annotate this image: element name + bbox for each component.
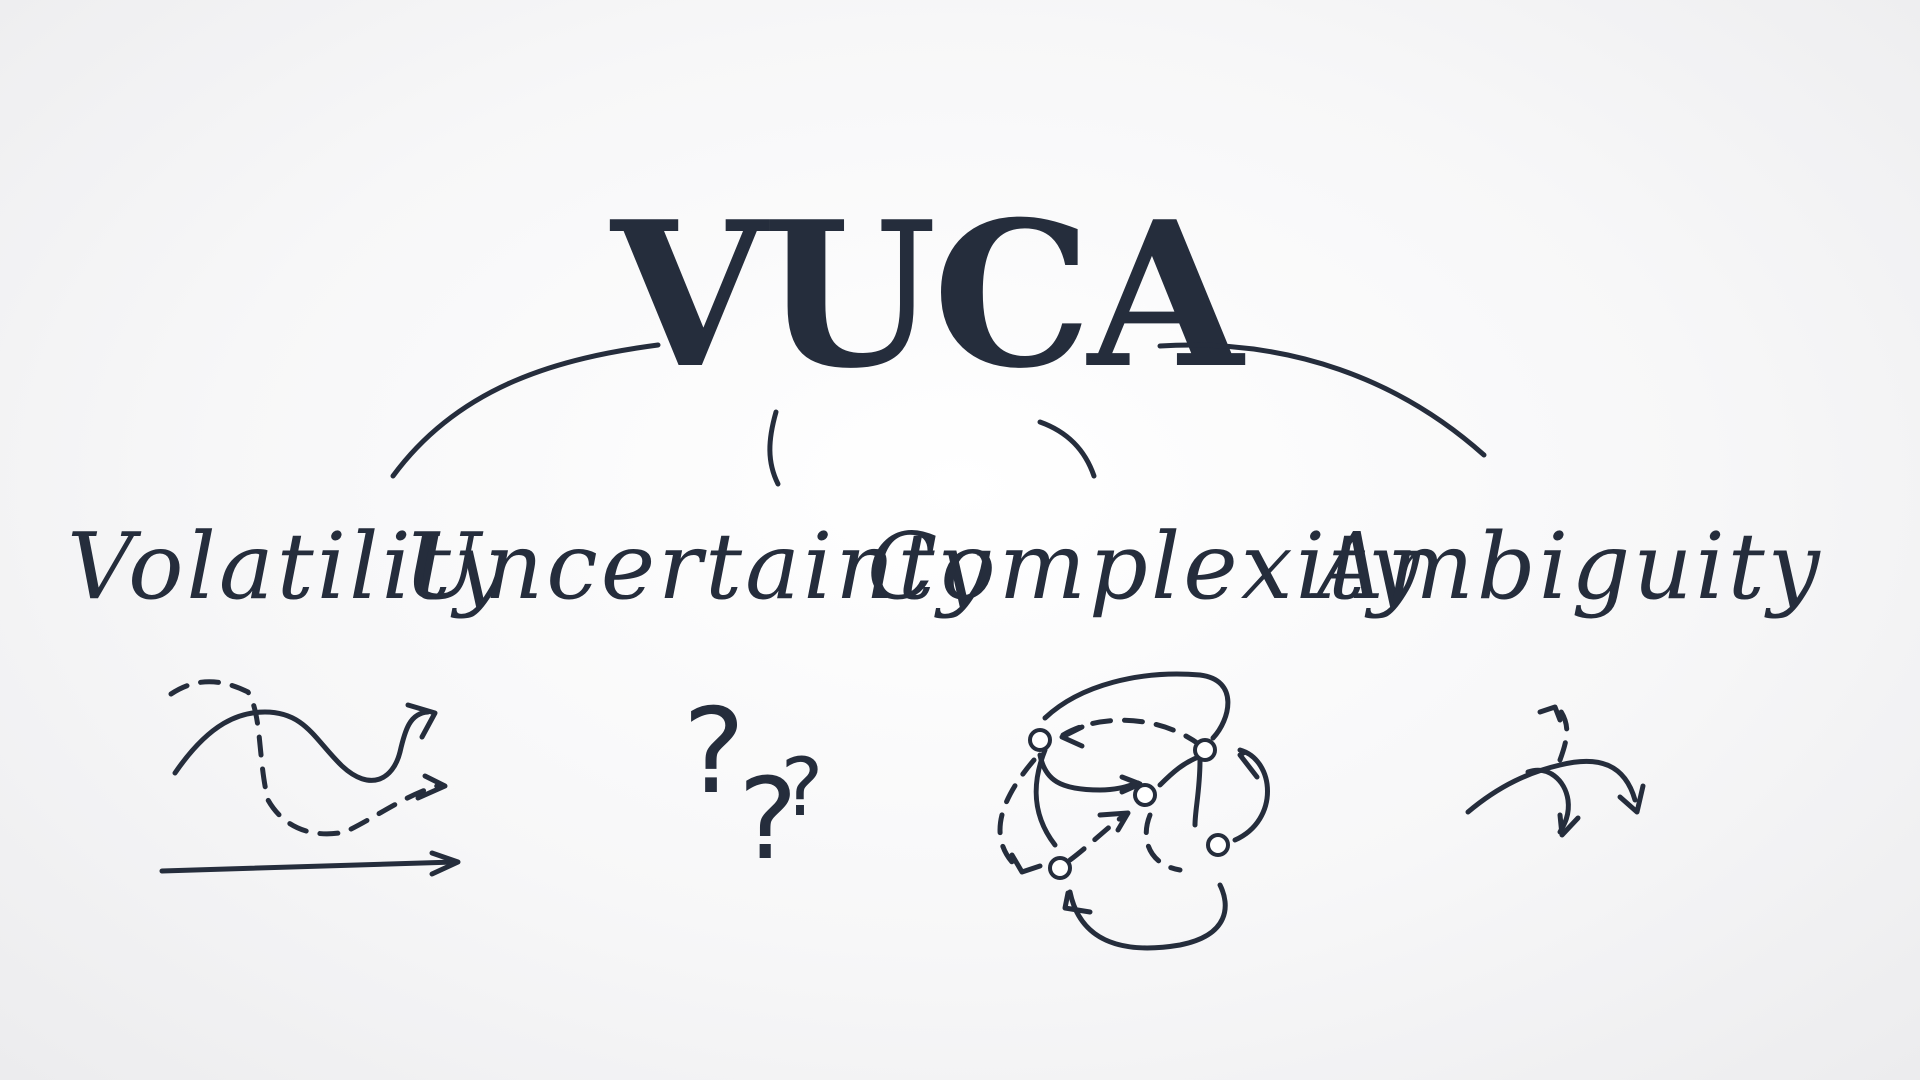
question-mark-2: ? — [738, 755, 797, 885]
wavy-arrows-icon — [159, 679, 461, 877]
network-arrows-icon — [997, 671, 1270, 951]
term-volatility: Volatility — [67, 513, 509, 620]
connector-volatility — [390, 342, 661, 479]
connector-uncertainty — [767, 409, 781, 487]
network-node — [1048, 856, 1072, 880]
network-node — [1133, 783, 1157, 807]
term-complexity: Complexity — [867, 513, 1423, 620]
network-node — [1206, 833, 1230, 857]
title-vuca: VUCA — [609, 178, 1246, 413]
connector-complexity — [1037, 419, 1097, 479]
term-uncertainty: Uncertainty — [403, 513, 992, 620]
question-mark-1: ? — [683, 682, 746, 820]
branching-arrows-icon — [1465, 704, 1646, 838]
connector-lines — [390, 342, 1487, 487]
network-node — [1028, 728, 1052, 752]
question-marks-icon: ? ? ? — [683, 682, 824, 885]
question-mark-3: ? — [781, 741, 823, 834]
connector-ambiguity — [1157, 342, 1487, 458]
term-ambiguity: Ambiguity — [1309, 513, 1823, 620]
network-node — [1193, 738, 1217, 762]
